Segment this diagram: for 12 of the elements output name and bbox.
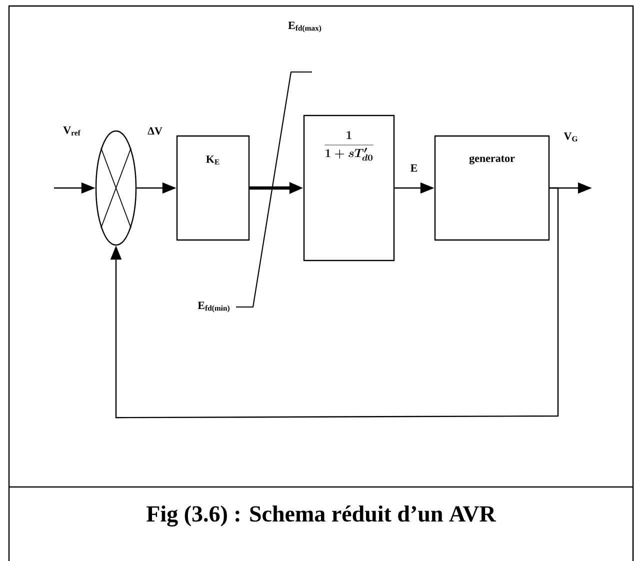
block-box: $\frac{1}{1+sT'_{d0}}$	[303, 114, 395, 262]
signal-label: ΔV	[146, 126, 164, 136]
block-box: K$_{E}$	[176, 135, 250, 241]
figure-caption: Fig (3.6) : Schema réduit d’un AVR	[146, 505, 496, 527]
block-box: generator	[434, 135, 550, 241]
signal-label: V$_{G}$	[562, 132, 580, 142]
limit-label: E$_{fd(max)}$	[288, 22, 322, 32]
feedback-arrow	[110, 187, 559, 418]
summing-junction	[95, 130, 137, 246]
signal-label: E	[409, 163, 419, 173]
limit-label: E$_{fd(min)}$	[198, 302, 230, 312]
signal-label: V$_{ref}$	[62, 126, 82, 136]
